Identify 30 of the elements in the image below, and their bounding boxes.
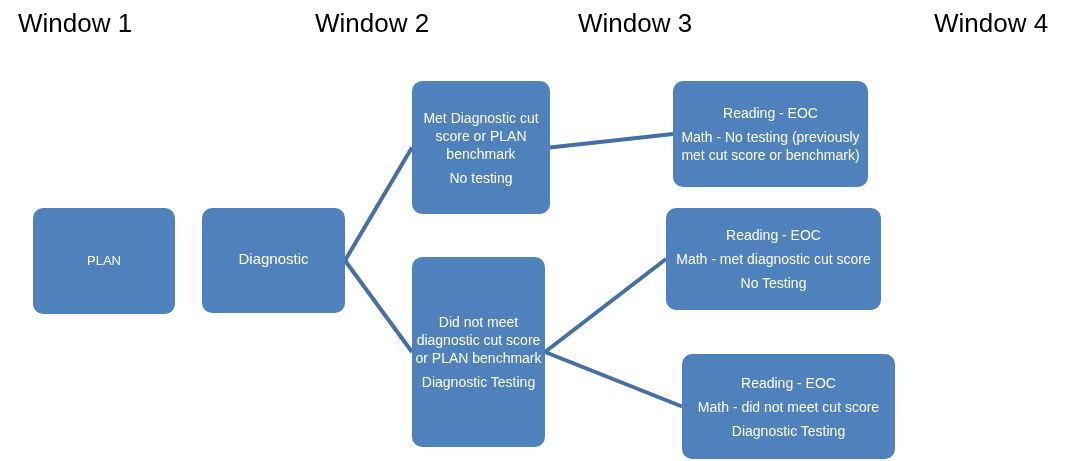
process-box [666,208,881,310]
box-text: No Testing [740,274,807,292]
connector-line [544,350,683,409]
process-box [682,354,895,459]
box-text: Reading - EOC [723,104,818,122]
box-text: Diagnostic [238,249,309,268]
process-box [412,81,550,214]
process-box [202,208,345,313]
process-box [33,208,175,314]
window-heading: Window 3 [578,7,693,39]
connector-line [549,132,674,150]
process-box [673,81,868,187]
window-heading: Window 2 [315,7,430,39]
box-text: Did not meet diagnostic cut score or PLAN benchmark [415,313,542,367]
box-text: Diagnostic Testing [421,373,536,391]
window-heading: Window 1 [18,7,133,39]
window-heading: Window 4 [934,7,1049,39]
box-text: Reading - EOC [741,373,836,392]
box-text: Met Diagnostic cut score or PLAN benchmark [422,108,540,163]
box-text: No testing [449,168,513,187]
box-text: Math - did not meet cut score [697,397,880,416]
box-text: Reading - EOC [726,226,821,244]
box-text: Math - No testing (previously met cut score or benchmark) [680,128,861,164]
box-text: PLAN [87,252,121,270]
connector-line [543,257,668,354]
connector-line [343,146,414,262]
process-box [412,257,545,447]
box-text: Diagnostic Testing [731,421,846,440]
connector-line [343,259,414,354]
box-text: Math - met diagnostic cut score [676,250,871,268]
